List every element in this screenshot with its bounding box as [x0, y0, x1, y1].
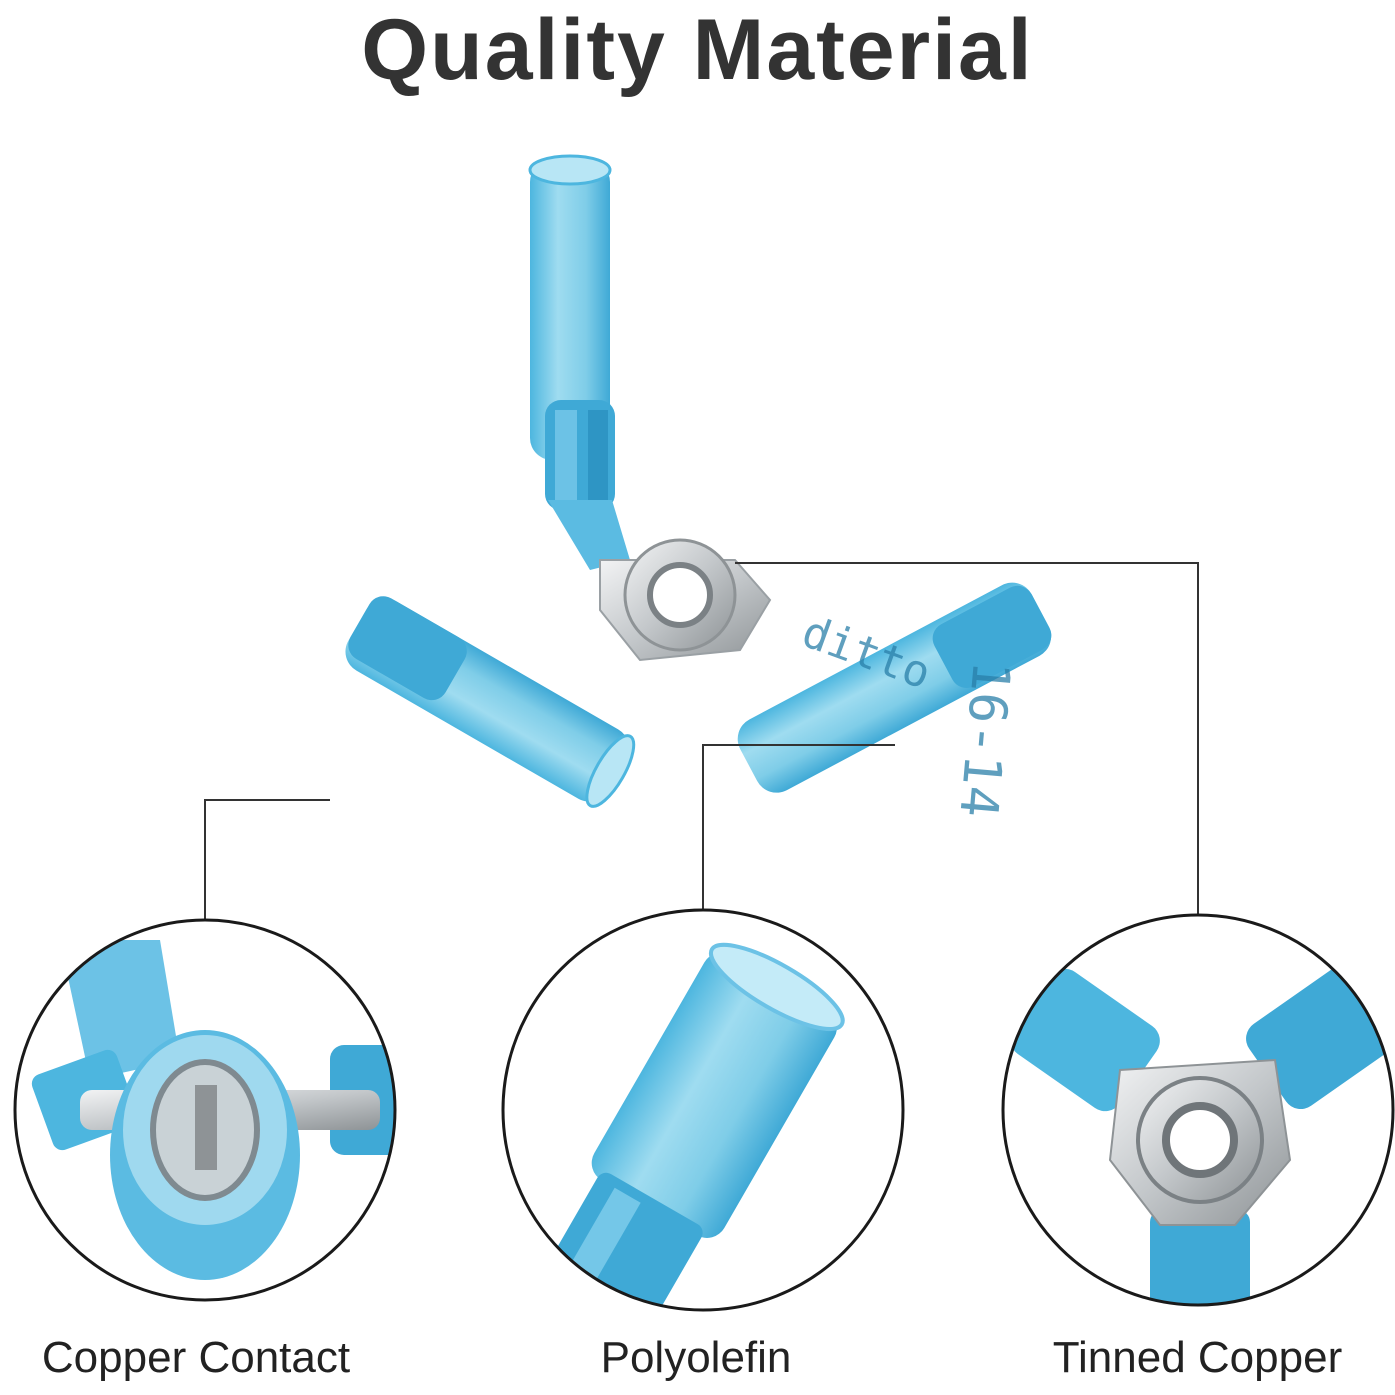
ring-terminal [599, 538, 772, 662]
leader-line-polyolefin [702, 744, 895, 922]
caption-polyolefin: Polyolefin [600, 1333, 792, 1382]
leader-lines [204, 562, 1199, 922]
connector-arm-right [737, 582, 1052, 793]
connector-main: ditto 16-14 [345, 154, 1052, 820]
connector-arm-top [528, 154, 630, 570]
detail-circle-polyolefin [501, 908, 905, 1312]
caption-tinned-copper: Tinned Copper [1052, 1333, 1343, 1382]
gauge-marking: 16-14 [947, 659, 1020, 820]
detail-circle-copper-contact [13, 918, 397, 1302]
product-illustration: ditto 16-14 [13, 154, 1395, 1312]
leader-line-copper-contact [204, 799, 330, 922]
page-title: Quality Material [361, 2, 1034, 98]
caption-copper-contact: Copper Contact [41, 1333, 351, 1382]
connector-arm-left [345, 596, 636, 808]
detail-circle-tinned-copper [1001, 913, 1395, 1307]
leader-line-tinned-copper [735, 562, 1199, 922]
